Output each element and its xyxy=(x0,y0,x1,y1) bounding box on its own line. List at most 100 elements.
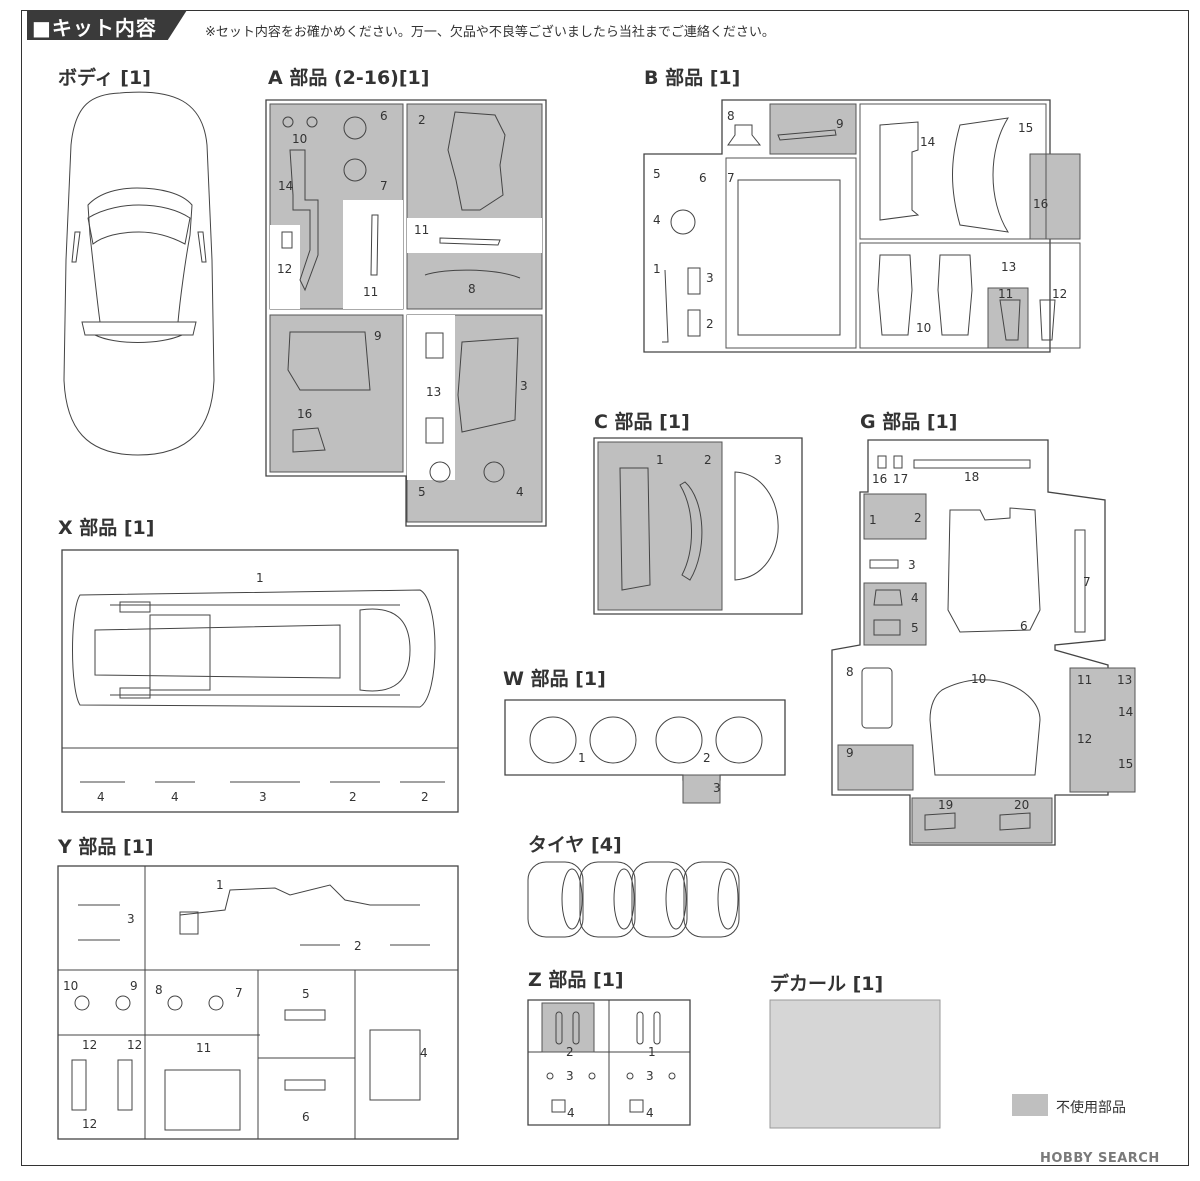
part-number: 2 xyxy=(349,790,357,804)
part-number: 1 xyxy=(256,571,264,585)
part-number: 3 xyxy=(774,453,782,467)
part-number: 3 xyxy=(908,558,916,572)
w-parts-sprue xyxy=(504,699,786,804)
part-number: 16 xyxy=(872,472,887,486)
part-number: 12 xyxy=(1077,732,1092,746)
section-label-b: B 部品 [1] xyxy=(644,67,741,89)
part-number: 2 xyxy=(706,317,714,331)
section-label-x: X 部品 [1] xyxy=(58,517,155,539)
watermark-logo: HOBBY SEARCH xyxy=(1040,1151,1160,1166)
b-parts-sprue xyxy=(643,99,1081,353)
part-number: 2 xyxy=(354,939,362,953)
part-number: 3 xyxy=(713,781,721,795)
part-number: 3 xyxy=(127,912,135,926)
part-number: 1 xyxy=(653,262,661,276)
part-number: 10 xyxy=(916,321,931,335)
part-number: 13 xyxy=(426,385,441,399)
legend-unused-swatch xyxy=(1012,1094,1048,1116)
part-number: 17 xyxy=(893,472,908,486)
part-number: 2 xyxy=(704,453,712,467)
part-number: 4 xyxy=(516,485,524,499)
part-number: 9 xyxy=(836,117,844,131)
x-parts-sprue xyxy=(61,549,459,813)
part-number: 5 xyxy=(911,621,919,635)
part-number: 6 xyxy=(699,171,707,185)
legend-unused-label: 不使用部品 xyxy=(1056,1100,1126,1116)
part-number: 4 xyxy=(97,790,105,804)
part-number: 10 xyxy=(292,132,307,146)
section-label-z: Z 部品 [1] xyxy=(528,969,624,991)
part-number: 14 xyxy=(1118,705,1133,719)
part-number: 11 xyxy=(363,285,378,299)
part-number: 8 xyxy=(468,282,476,296)
part-number: 2 xyxy=(418,113,426,127)
section-label-body: ボディ [1] xyxy=(58,67,151,89)
part-number: 1 xyxy=(869,513,877,527)
section-label-y: Y 部品 [1] xyxy=(58,836,154,858)
part-number: 20 xyxy=(1014,798,1029,812)
part-number: 11 xyxy=(414,223,429,237)
part-number: 11 xyxy=(998,287,1013,301)
part-number: 3 xyxy=(646,1069,654,1083)
part-number: 16 xyxy=(297,407,312,421)
section-label-c: C 部品 [1] xyxy=(594,411,690,433)
decal-sheet xyxy=(769,999,941,1129)
part-number: 4 xyxy=(567,1106,575,1120)
part-number: 9 xyxy=(130,979,138,993)
c-parts-sprue xyxy=(593,437,803,615)
part-number: 11 xyxy=(196,1041,211,1055)
part-number: 2 xyxy=(421,790,429,804)
z-parts-sprue xyxy=(527,999,691,1126)
section-label-a: A 部品 (2-16)[1] xyxy=(268,67,430,89)
part-number: 4 xyxy=(420,1046,428,1060)
part-number: 1 xyxy=(648,1045,656,1059)
part-number: 12 xyxy=(127,1038,142,1052)
part-number: 18 xyxy=(964,470,979,484)
part-number: 1 xyxy=(578,751,586,765)
part-number: 8 xyxy=(727,109,735,123)
section-label-tire: タイヤ [4] xyxy=(528,834,622,856)
part-number: 9 xyxy=(846,746,854,760)
kit-contents-frame xyxy=(21,10,1189,1166)
part-number: 12 xyxy=(82,1038,97,1052)
part-number: 3 xyxy=(259,790,267,804)
part-number: 2 xyxy=(566,1045,574,1059)
part-number: 6 xyxy=(1020,619,1028,633)
part-number: 6 xyxy=(380,109,388,123)
header-note: ※セット内容をお確かめください。万一、欠品や不良等ございましたら当社までご連絡く… xyxy=(205,25,775,40)
part-number: 4 xyxy=(646,1106,654,1120)
part-number: 5 xyxy=(302,987,310,1001)
part-number: 15 xyxy=(1118,757,1133,771)
part-number: 8 xyxy=(846,665,854,679)
part-number: 8 xyxy=(155,983,163,997)
part-number: 4 xyxy=(653,213,661,227)
section-label-w: W 部品 [1] xyxy=(503,668,606,690)
part-number: 7 xyxy=(1083,575,1091,589)
part-number: 2 xyxy=(703,751,711,765)
part-number: 7 xyxy=(727,171,735,185)
body-shell-diagram xyxy=(63,91,215,456)
part-number: 6 xyxy=(302,1110,310,1124)
part-number: 12 xyxy=(277,262,292,276)
part-number: 9 xyxy=(374,329,382,343)
part-number: 15 xyxy=(1018,121,1033,135)
part-number: 16 xyxy=(1033,197,1048,211)
g-parts-sprue xyxy=(831,439,1136,846)
part-number: 3 xyxy=(520,379,528,393)
part-number: 4 xyxy=(171,790,179,804)
part-number: 19 xyxy=(938,798,953,812)
part-number: 5 xyxy=(653,167,661,181)
part-number: 1 xyxy=(656,453,664,467)
part-number: 3 xyxy=(566,1069,574,1083)
part-number: 3 xyxy=(706,271,714,285)
part-number: 10 xyxy=(63,979,78,993)
part-number: 4 xyxy=(911,591,919,605)
section-label-decal: デカール [1] xyxy=(770,973,884,995)
part-number: 12 xyxy=(82,1117,97,1131)
tires-diagram xyxy=(527,861,740,938)
header-banner xyxy=(27,10,187,40)
part-number: 13 xyxy=(1117,673,1132,687)
part-number: 2 xyxy=(914,511,922,525)
header-title: ■キット内容 xyxy=(32,16,157,40)
